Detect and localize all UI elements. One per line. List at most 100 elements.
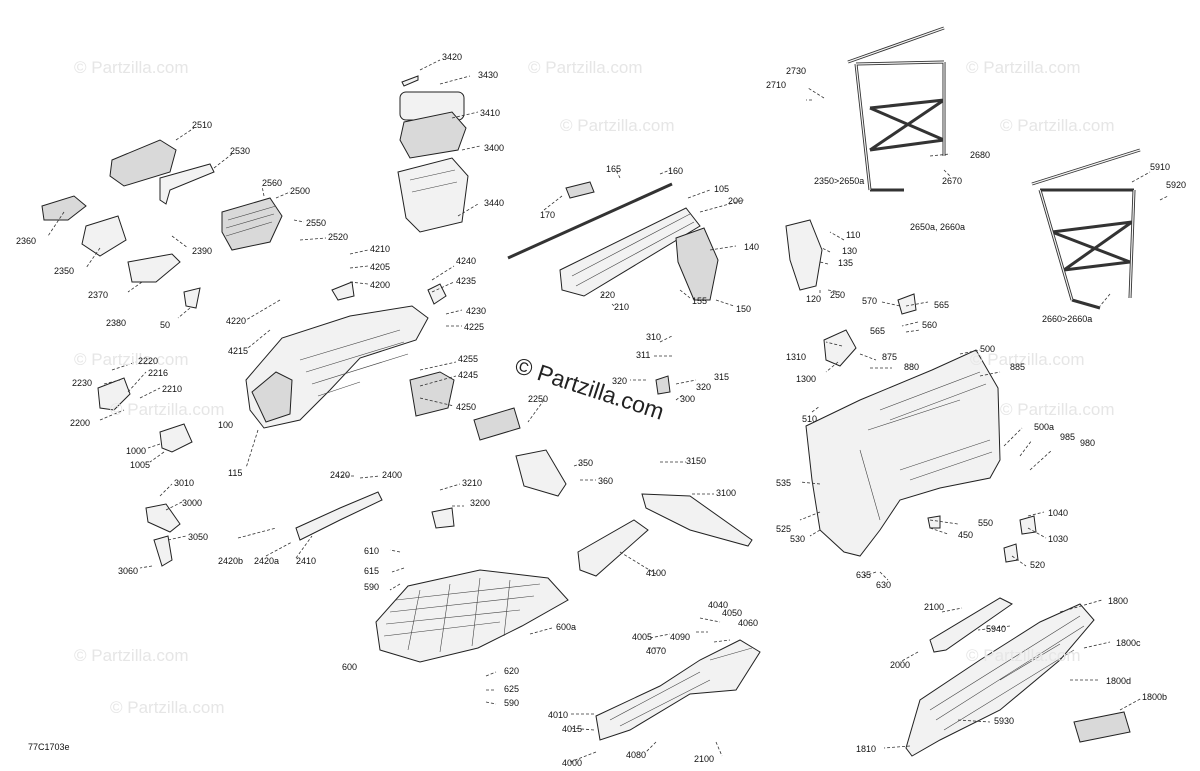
part-label[interactable]: 2380 [106,318,127,328]
part-label[interactable]: 250 [830,290,846,300]
part-label[interactable]: 615 [364,566,380,576]
part-label[interactable]: 105 [714,184,730,194]
part-label[interactable]: 4230 [466,306,487,316]
part-label[interactable]: 160 [668,166,684,176]
part-label[interactable]: 2520 [328,232,349,242]
part-label[interactable]: 135 [838,258,854,268]
part-label[interactable]: 2420b [218,556,244,566]
part-label[interactable]: 2500 [290,186,311,196]
part-label[interactable]: 510 [802,414,818,424]
part-label[interactable]: 2510 [192,120,213,130]
part-label[interactable]: 3440 [484,198,505,208]
part-label[interactable]: 200 [728,196,744,206]
part-label[interactable]: 2710 [766,80,787,90]
part-label[interactable]: 2650a, 2660a [910,222,966,232]
part-label[interactable]: 4090 [670,632,691,642]
part-label[interactable]: 560 [922,320,938,330]
part-label[interactable]: 635 [856,570,872,580]
part-label[interactable]: 2250 [528,394,549,404]
part-label[interactable]: 320 [612,376,628,386]
part-label[interactable]: 2200 [70,418,91,428]
part-label[interactable]: 2410 [296,556,317,566]
part-label[interactable]: 2350>2650a [814,176,865,186]
part-label[interactable]: 3050 [188,532,209,542]
part-label[interactable]: 565 [870,326,886,336]
part-label[interactable]: 1810 [856,744,877,754]
part-label[interactable]: 985 [1060,432,1076,442]
part-label[interactable]: 2680 [970,150,991,160]
part-label[interactable]: 5920 [1166,180,1187,190]
part-label[interactable]: 2420 [330,470,351,480]
part-label[interactable]: 220 [600,290,616,300]
part-label[interactable]: 150 [736,304,752,314]
part-label[interactable]: 3000 [182,498,203,508]
part-label[interactable]: 1005 [130,460,151,470]
part-label[interactable]: 3010 [174,478,195,488]
part-label[interactable]: 4215 [228,346,249,356]
part-label[interactable]: 360 [598,476,614,486]
part-label[interactable]: 4070 [646,646,667,656]
part-label[interactable]: 315 [714,372,730,382]
part-label[interactable]: 2210 [162,384,183,394]
part-label[interactable]: 4000 [562,758,583,768]
part-label[interactable]: 3420 [442,52,463,62]
part-label[interactable]: 2560 [262,178,283,188]
part-label[interactable]: 100 [218,420,234,430]
part-label[interactable]: 2420a [254,556,280,566]
part-label[interactable]: 535 [776,478,792,488]
part-label[interactable]: 4210 [370,244,391,254]
part-label[interactable]: 590 [364,582,380,592]
part-label[interactable]: 550 [978,518,994,528]
part-label[interactable]: 3210 [462,478,483,488]
part-label[interactable]: 140 [744,242,760,252]
part-label[interactable]: 3060 [118,566,139,576]
part-label[interactable]: 2350 [54,266,75,276]
part-label[interactable]: 4250 [456,402,477,412]
part-label[interactable]: 2220 [138,356,159,366]
part-label[interactable]: 2370 [88,290,109,300]
part-label[interactable]: 2360 [16,236,37,246]
part-label[interactable]: 4245 [458,370,479,380]
part-label[interactable]: 1000 [126,446,147,456]
part-label[interactable]: 50 [160,320,171,330]
part-label[interactable]: 2100 [694,754,715,764]
part-label[interactable]: 600a [556,622,577,632]
part-label[interactable]: 885 [1010,362,1026,372]
part-label[interactable]: 2230 [72,378,93,388]
part-label[interactable]: 3150 [686,456,707,466]
part-label[interactable]: 980 [1080,438,1096,448]
part-label[interactable]: 311 [636,350,651,360]
part-label[interactable]: 5930 [994,716,1015,726]
part-label[interactable]: 630 [876,580,892,590]
part-label[interactable]: 120 [806,294,822,304]
part-label[interactable]: 115 [228,468,243,478]
part-label[interactable]: 450 [958,530,974,540]
part-label[interactable]: 350 [578,458,594,468]
part-label[interactable]: 570 [862,296,878,306]
part-label[interactable]: 1040 [1048,508,1069,518]
part-label[interactable]: 170 [540,210,556,220]
part-label[interactable]: 500a [1034,422,1055,432]
part-label[interactable]: 4240 [456,256,477,266]
part-label[interactable]: 1800 [1108,596,1129,606]
part-label[interactable]: 4050 [722,608,743,618]
part-label[interactable]: 525 [776,524,792,534]
part-label[interactable]: 2216 [148,368,169,378]
part-label[interactable]: 4205 [370,262,391,272]
part-label[interactable]: 4200 [370,280,391,290]
part-label[interactable]: 1030 [1048,534,1069,544]
part-label[interactable]: 110 [846,230,861,240]
part-label[interactable]: 2670 [942,176,963,186]
part-label[interactable]: 3200 [470,498,491,508]
part-label[interactable]: 4060 [738,618,759,628]
part-label[interactable]: 1300 [796,374,817,384]
part-label[interactable]: 4225 [464,322,485,332]
part-label[interactable]: 4235 [456,276,477,286]
part-label[interactable]: 4005 [632,632,653,642]
part-label[interactable]: 3400 [484,143,505,153]
part-label[interactable]: 1800b [1142,692,1168,702]
part-label[interactable]: 4255 [458,354,479,364]
part-label[interactable]: 1310 [786,352,807,362]
part-label[interactable]: 4015 [562,724,583,734]
part-label[interactable]: 500 [980,344,996,354]
